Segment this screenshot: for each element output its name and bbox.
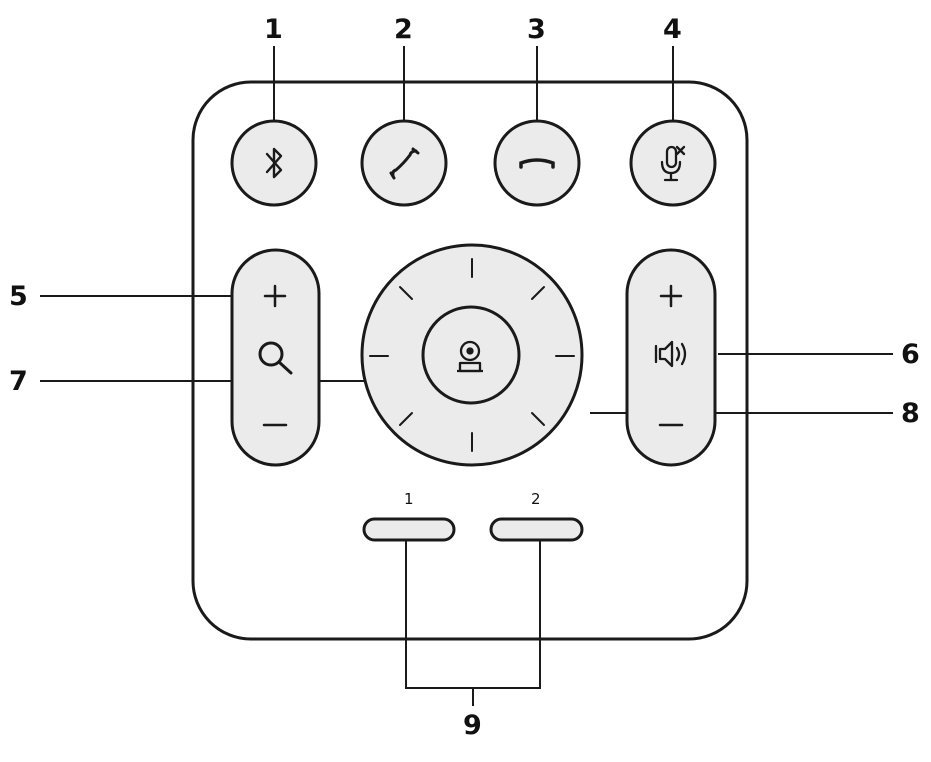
plus-icon [659,284,683,308]
zoom-in-button[interactable] [263,284,287,308]
preset-1-label: 1 [404,490,414,508]
dpad-ticks [369,258,575,452]
preset-2-button[interactable] [489,517,584,542]
callout-4: 4 [663,14,682,45]
callout-3: 3 [527,14,546,45]
hang-up-button[interactable] [493,119,581,207]
camera-home-button[interactable] [421,305,521,405]
plus-icon [263,284,287,308]
tick-up-left [399,286,413,300]
tick-down-left [399,412,413,426]
callout-2: 2 [394,14,413,45]
callout-9: 9 [463,710,482,741]
hang-up-icon [519,158,555,169]
magnifier-icon [258,341,293,375]
callout-5: 5 [9,281,28,312]
call-button[interactable] [360,119,448,207]
camera-home-icon [457,340,483,373]
zoom-pill [230,248,321,467]
callout-8: 8 [901,398,920,429]
mic-mute-icon [660,145,686,182]
tick-up-right [531,286,545,300]
tick-down-right [531,412,545,426]
speaker-icon [654,340,687,368]
mute-button[interactable] [629,119,717,207]
callout-6: 6 [901,339,920,370]
zoom-control [230,248,321,467]
bluetooth-icon [265,147,283,179]
volume-control [625,248,717,467]
volume-up-button[interactable] [659,284,683,308]
preset-1-button[interactable] [362,517,456,542]
callout-7: 7 [9,366,28,397]
bluetooth-button[interactable] [230,119,318,207]
preset-2-label: 2 [531,490,541,508]
phone-icon [389,147,420,180]
callout-1: 1 [264,14,283,45]
